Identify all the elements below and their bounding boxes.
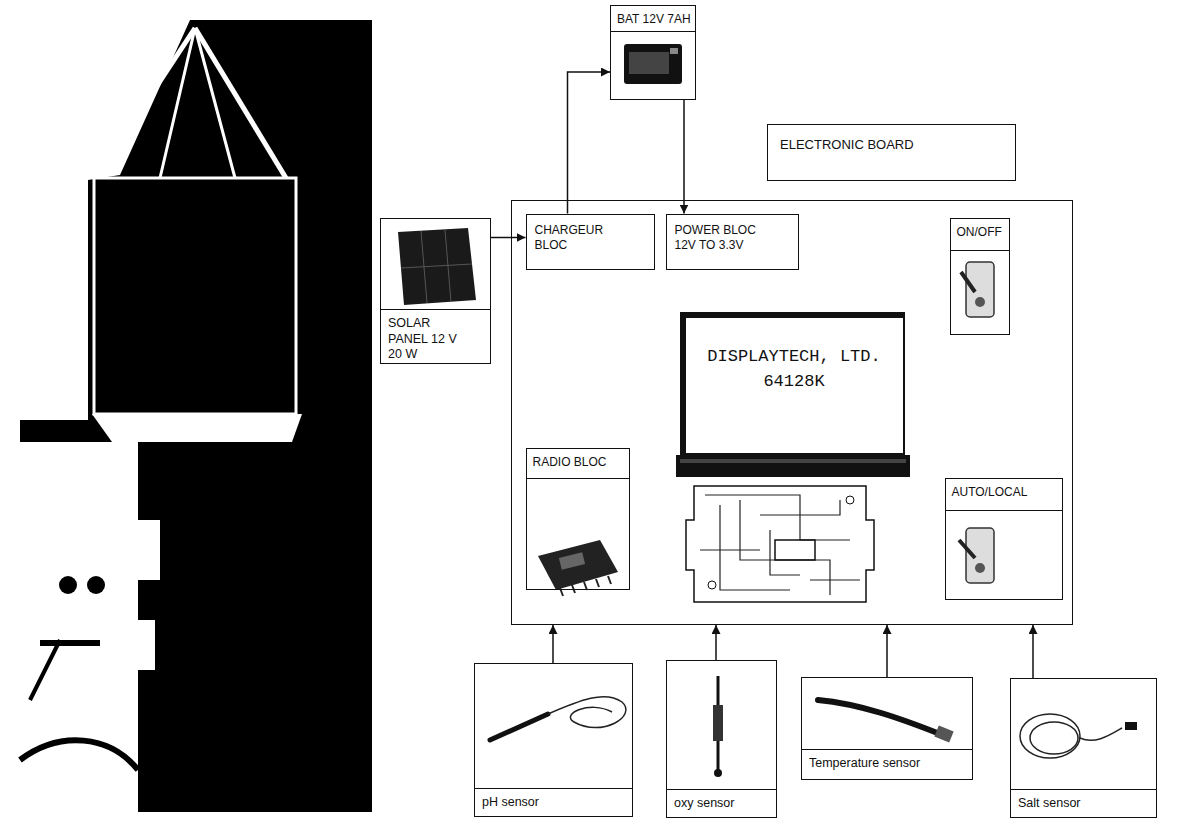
box-label: BAT 12V 7AH xyxy=(611,6,695,32)
display-text: 64128K xyxy=(686,369,903,395)
sensor-box: Temperature sensor xyxy=(801,677,973,780)
battery-picture xyxy=(624,44,682,84)
ph-probe-picture xyxy=(490,714,548,740)
switch-picture xyxy=(961,262,994,317)
switch-picture xyxy=(961,272,975,292)
switch-box: AUTO/LOCAL xyxy=(945,478,1063,600)
switch-picture xyxy=(975,297,985,307)
arrow-connector xyxy=(568,72,611,214)
board-title: ELECTRONIC BOARD xyxy=(767,124,1016,181)
display-text: DISPLAYTECH, LTD. xyxy=(686,344,903,370)
temperature-probe-picture xyxy=(818,700,945,736)
arrow-connector xyxy=(491,237,526,239)
board-box: CHARGEUR BLOC POWER BLOC 12V TO 3.3V ON/OF… xyxy=(511,200,1073,625)
arrow-connector xyxy=(1032,625,1034,678)
device-photo xyxy=(40,640,100,646)
ph-probe-picture xyxy=(490,697,626,740)
box-label: SOLAR PANEL 12 V 20 W xyxy=(381,309,490,363)
box-label: CHARGEUR BLOC xyxy=(527,215,635,261)
temperature-probe-picture xyxy=(818,700,954,743)
device-photo xyxy=(94,178,296,414)
switch-picture xyxy=(966,262,994,317)
oxygen-probe-picture xyxy=(714,769,722,777)
temperature-probe-picture xyxy=(934,725,953,742)
device-photo xyxy=(195,28,292,188)
device-photo xyxy=(20,20,372,812)
salt-probe-picture xyxy=(1030,722,1078,754)
display-bezel xyxy=(676,455,910,477)
block-box: CHARGEUR BLOC xyxy=(526,214,655,270)
box-label: Salt sensor xyxy=(1011,789,1156,817)
box-label: RADIO BLOC xyxy=(527,449,629,479)
pcb-picture xyxy=(700,495,860,595)
display-bezel xyxy=(676,455,910,477)
sensor-box: Salt sensor xyxy=(1010,678,1157,818)
sensor-box: oxy sensor xyxy=(666,660,777,818)
box-label: ON/OFF xyxy=(951,219,1009,251)
solar-panel-picture xyxy=(398,228,476,305)
radio-module-picture xyxy=(559,552,585,569)
arrow-connector xyxy=(715,625,717,660)
box-label: POWER BLOC 12V TO 3.3V xyxy=(667,215,775,261)
switch-picture xyxy=(959,540,975,558)
switch-picture xyxy=(975,563,985,573)
device-photo xyxy=(20,20,372,812)
box-label: oxy sensor xyxy=(667,789,776,817)
pcb-picture xyxy=(846,496,854,504)
device-photo xyxy=(92,414,302,442)
salt-probe-picture xyxy=(1020,714,1080,758)
salt-probe-picture xyxy=(1020,714,1137,758)
pcb-picture xyxy=(686,486,874,602)
box-label: pH sensor xyxy=(475,788,632,816)
salt-probe-picture xyxy=(1080,728,1122,740)
battery-picture xyxy=(629,52,669,74)
device-photo xyxy=(160,28,195,178)
solar-panel-picture xyxy=(401,264,472,268)
battery-picture xyxy=(670,48,678,54)
solar-panel-picture xyxy=(398,228,476,305)
display-bezel xyxy=(680,459,906,463)
device-photo xyxy=(95,28,195,180)
device-photo xyxy=(195,28,235,178)
pcb-picture xyxy=(686,486,874,602)
device-photo xyxy=(87,576,105,594)
radio-module-picture xyxy=(608,576,611,584)
display-screen: DISPLAYTECH, LTD.64128K xyxy=(680,312,905,455)
battery-box: BAT 12V 7AH xyxy=(610,5,696,100)
arrow-connector xyxy=(683,100,685,214)
device-photo xyxy=(59,576,77,594)
sensor-box: pH sensor xyxy=(474,663,633,817)
switch-box: ON/OFF xyxy=(950,218,1010,335)
device-photo xyxy=(20,740,138,770)
radio-module-picture xyxy=(538,540,618,590)
oxygen-probe-picture xyxy=(713,676,723,777)
block-box: POWER BLOC 12V TO 3.3V xyxy=(666,214,799,270)
box-label: AUTO/LOCAL xyxy=(946,479,1062,511)
salt-probe-picture xyxy=(1125,722,1137,730)
device-photo xyxy=(120,520,160,580)
solar-panel-picture xyxy=(445,230,451,302)
box-label: Temperature sensor xyxy=(802,749,972,779)
arrow-connector xyxy=(552,625,554,663)
radio-box: RADIO BLOC xyxy=(526,448,630,590)
switch-picture xyxy=(959,528,994,583)
arrow-connector xyxy=(886,625,888,677)
device-photo xyxy=(120,620,155,670)
device-photo xyxy=(30,640,60,700)
ph-probe-picture xyxy=(548,697,626,728)
oxygen-probe-picture xyxy=(713,705,723,741)
battery-picture xyxy=(624,44,682,84)
pcb-picture xyxy=(775,540,815,560)
radio-module-picture xyxy=(538,540,618,596)
radio-module-picture xyxy=(596,579,599,587)
solar-panel-box: SOLAR PANEL 12 V 20 W xyxy=(380,218,491,364)
pcb-picture xyxy=(708,581,716,589)
